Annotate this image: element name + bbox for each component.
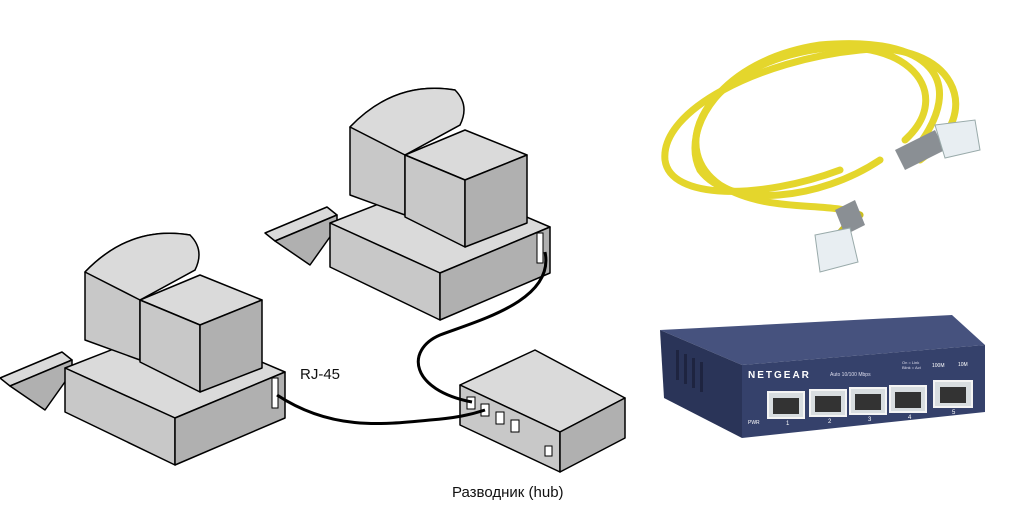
switch-port-label: 1 (786, 421, 790, 427)
hub-device (459, 349, 626, 473)
switch-model: Auto 10/100 Mbps (830, 372, 871, 378)
computer-right (264, 87, 551, 321)
netgear-switch-photo (660, 315, 985, 438)
switch-brand: NETGEAR (748, 370, 811, 381)
led-legend-act: Blink = Act (902, 365, 921, 370)
switch-power-label: PWR (748, 420, 760, 426)
cable-right (416, 251, 548, 404)
switch-port-label: 2 (828, 419, 832, 425)
switch-speed-100: 100M (932, 363, 945, 369)
switch-port-label: 5 (952, 410, 956, 416)
switch-speed-10: 10M (958, 362, 968, 368)
patch-cable-photo (661, 40, 960, 244)
cable-left (276, 393, 486, 425)
hub-label: Разводник (hub) (452, 484, 564, 501)
switch-led-legend: On = Link Blink = Act (902, 360, 921, 370)
led-legend-link: On = Link (902, 360, 920, 365)
rj45-label: RJ-45 (300, 366, 341, 383)
switch-port-label: 4 (908, 415, 912, 421)
switch-port-label: 3 (868, 417, 872, 423)
rj45-connector-icon (814, 119, 981, 273)
computer-left (0, 232, 286, 466)
